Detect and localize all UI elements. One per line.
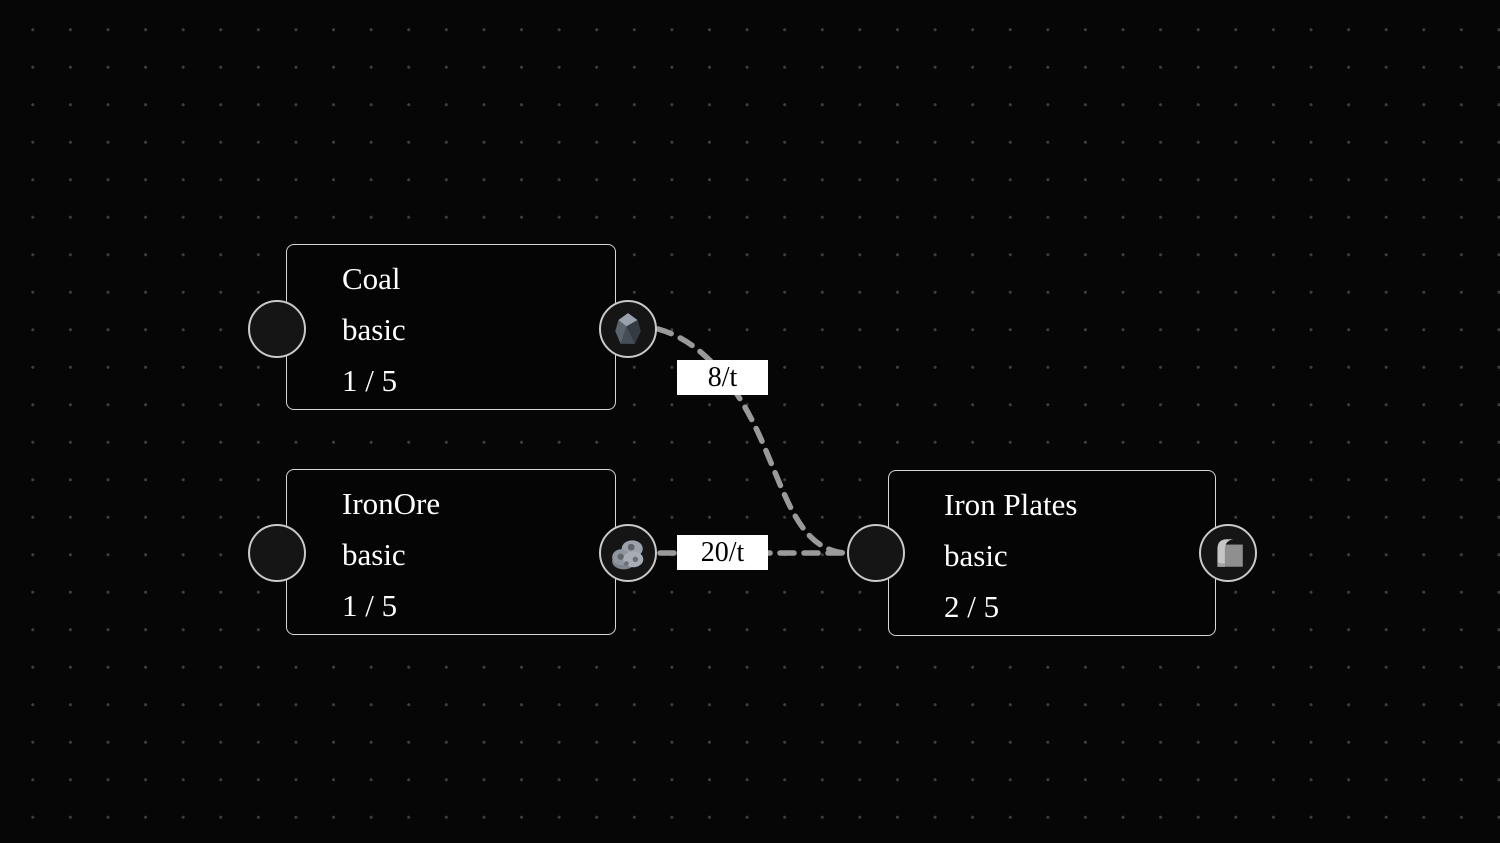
port-iron-plates-input[interactable]	[847, 524, 905, 582]
node-title: IronOre	[342, 486, 441, 521]
edge-coal-to-iron-plates[interactable]	[655, 326, 848, 556]
node-tier: basic	[342, 312, 406, 347]
node-iron-plates[interactable]: Iron Plates basic 2 / 5	[888, 470, 1216, 636]
iron-plate-icon	[1209, 534, 1247, 572]
port-coal-input[interactable]	[248, 300, 306, 358]
node-count: 2 / 5	[944, 589, 1000, 624]
node-title: Coal	[342, 261, 401, 296]
node-tier: basic	[944, 538, 1008, 573]
node-count: 1 / 5	[342, 363, 398, 398]
node-tier: basic	[342, 537, 406, 572]
node-coal[interactable]: Coal basic 1 / 5	[286, 244, 616, 410]
node-title: Iron Plates	[944, 487, 1078, 522]
edge-rate-label-ironore[interactable]: 20/t	[677, 535, 768, 570]
port-ironore-input[interactable]	[248, 524, 306, 582]
port-ironore-output[interactable]	[599, 524, 657, 582]
node-ironore[interactable]: IronOre basic 1 / 5	[286, 469, 616, 635]
port-iron-plates-output[interactable]	[1199, 524, 1257, 582]
coal-icon	[609, 310, 647, 348]
edge-rate-label-coal[interactable]: 8/t	[677, 360, 768, 395]
node-count: 1 / 5	[342, 588, 398, 623]
iron-ore-icon	[609, 534, 647, 572]
port-coal-output[interactable]	[599, 300, 657, 358]
